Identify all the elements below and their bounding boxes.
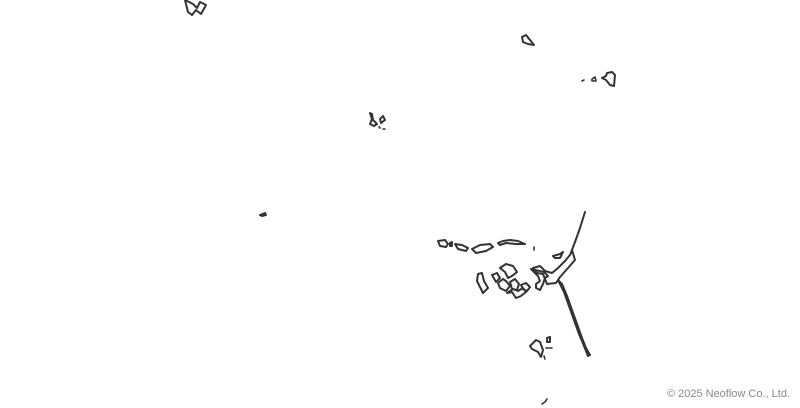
island-outline [601,71,616,87]
island-outline [437,239,449,248]
island-outline [184,0,207,16]
island-outline [552,251,564,259]
island-outline [499,263,518,279]
island-outline [530,268,549,291]
island-outline [369,112,378,127]
islet-outline [259,212,267,217]
islet-outline [543,355,546,360]
island-outline [497,239,526,246]
island-outline [379,115,386,124]
island-outline [454,243,469,252]
island-outline [520,282,531,292]
coastline-outline [571,211,586,251]
map-attribution: © 2025 Neoflow Co., Ltd. [666,388,790,400]
islet-outline [378,126,381,129]
island-outline [471,243,494,254]
island-outline [506,287,527,299]
coastline-outline [532,249,576,285]
island-outline [476,272,489,294]
island-outline [449,241,453,247]
islet-outline [541,398,548,405]
coastline-outline [557,279,591,357]
islet-outline [581,79,585,82]
island-outline [546,336,551,343]
island-outline [491,272,501,283]
island-outline [521,34,535,46]
island-outline [509,278,520,291]
island-outline [529,339,544,358]
island-outline [591,76,597,82]
island-outline [497,278,511,292]
